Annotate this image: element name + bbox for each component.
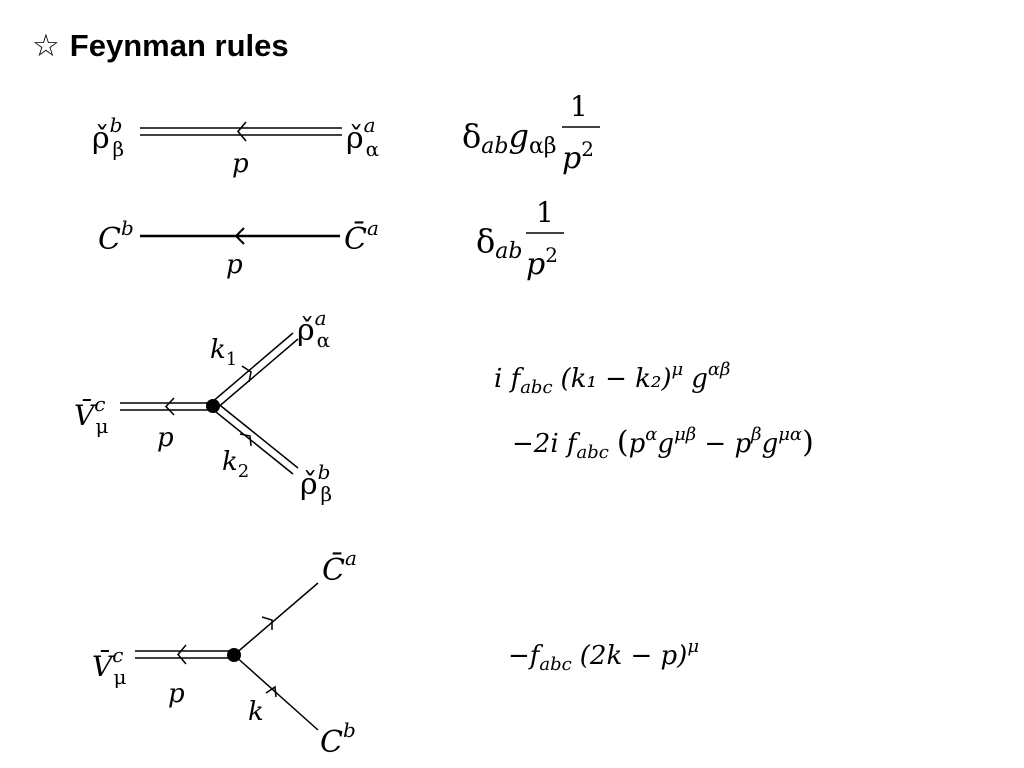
vertex-lines <box>120 332 299 475</box>
momentum-arrow-icon <box>261 616 273 630</box>
rho-propagator-line <box>140 121 342 142</box>
momentum-arrow-icon <box>236 121 247 142</box>
expression-line-2: −2i fabc(pαgμβ − pβgμα) <box>512 424 814 463</box>
momentum-label-p: p <box>168 679 185 709</box>
momentum-label-k2: k2 <box>222 447 249 482</box>
rule-ghost-propagator: Cb C̄a p δab 1 p2 <box>98 196 564 282</box>
momentum-arrow-icon <box>265 685 277 698</box>
ghost-propagator-line <box>140 227 340 245</box>
momentum-arrow-icon <box>241 365 252 383</box>
rho-propagator-expression: δabgαβ 1 p2 <box>462 90 600 176</box>
momentum-label-k: k <box>248 697 264 727</box>
svg-text:1: 1 <box>570 90 588 123</box>
vertex-dot <box>206 399 220 413</box>
field-antighost: C̄a <box>322 546 357 588</box>
momentum-arrow-icon <box>234 227 245 245</box>
field-ghost: Cb <box>320 718 356 760</box>
svg-text:p2: p2 <box>526 243 558 282</box>
svg-text:δab: δab <box>476 222 522 264</box>
star-icon: ☆ <box>32 28 60 64</box>
field-ghost-right: C̄a <box>344 216 379 257</box>
vertex-dot <box>227 648 241 662</box>
ghost-propagator-expression: δab 1 p2 <box>476 196 564 282</box>
svg-text:p2: p2 <box>562 137 594 176</box>
momentum-arrow-icon <box>177 644 187 665</box>
momentum-arrow-icon <box>239 433 252 447</box>
field-ghost-left: Cb <box>98 216 134 257</box>
slide-title-text: Feynman rules <box>69 28 289 63</box>
slide-title: ☆ Feynman rules <box>32 28 289 64</box>
svg-text:1: 1 <box>536 196 554 229</box>
momentum-arrow-icon <box>164 397 175 416</box>
vertex-lines <box>135 582 319 731</box>
vector-ghost-vertex-expression: −fabc(2k − p)μ <box>508 636 699 675</box>
momentum-label-p: p <box>232 149 249 179</box>
momentum-label-p: p <box>226 250 243 280</box>
momentum-label-p: p <box>157 423 174 453</box>
svg-text:−fabc(2k − p)μ: −fabc(2k − p)μ <box>508 636 699 675</box>
svg-text:δabgαβ: δabgαβ <box>462 117 557 159</box>
momentum-label-k1: k1 <box>210 335 237 370</box>
